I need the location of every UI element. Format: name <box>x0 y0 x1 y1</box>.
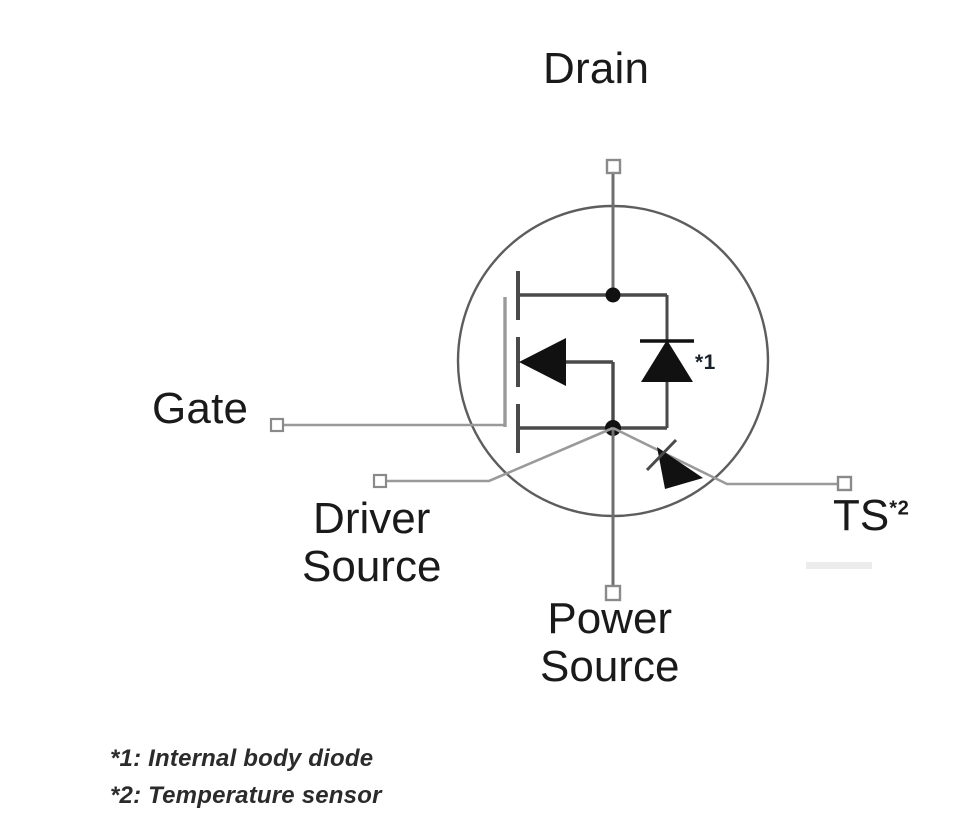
label-power-source-line2: Source <box>540 641 680 691</box>
label-temperature-sensor: TS*2 <box>833 492 909 540</box>
label-driver-source: Driver Source <box>302 495 441 590</box>
body-arrow-head <box>519 338 566 386</box>
drain-terminal-square[interactable] <box>605 158 622 175</box>
label-body-diode-marker: *1 <box>695 351 716 374</box>
footnote-2: *2: Temperature sensor <box>110 782 382 810</box>
driver-source-terminal-square[interactable] <box>372 473 388 489</box>
footnotes-block: *1: Internal body diode *2: Temperature … <box>110 740 382 814</box>
driver-source-lead-wire <box>386 426 614 483</box>
label-gate: Gate <box>152 384 249 433</box>
label-driver-source-line2: Source <box>302 541 442 591</box>
footnote-1: *1: Internal body diode <box>110 745 374 772</box>
gate-terminal-square[interactable] <box>269 417 285 433</box>
label-power-source-line1: Power <box>547 594 673 643</box>
image-artifact-smudge <box>806 562 872 569</box>
temperature-sensor-lead-wire <box>612 426 841 486</box>
label-ts-text: TS <box>833 491 890 540</box>
drain-junction-dot <box>605 287 621 303</box>
temperature-sensor-terminal-square[interactable] <box>836 475 853 492</box>
label-ts-superscript: *2 <box>889 497 910 520</box>
label-drain: Drain <box>543 44 650 93</box>
label-driver-source-line1: Driver <box>313 494 431 543</box>
power-source-terminal-square[interactable] <box>604 584 622 602</box>
temperature-sensor-diode-triangle <box>657 447 703 489</box>
temperature-sensor-diode-cathode-bar <box>645 438 678 472</box>
body-diode-triangle <box>641 340 693 382</box>
label-power-source: Power Source <box>540 595 679 690</box>
